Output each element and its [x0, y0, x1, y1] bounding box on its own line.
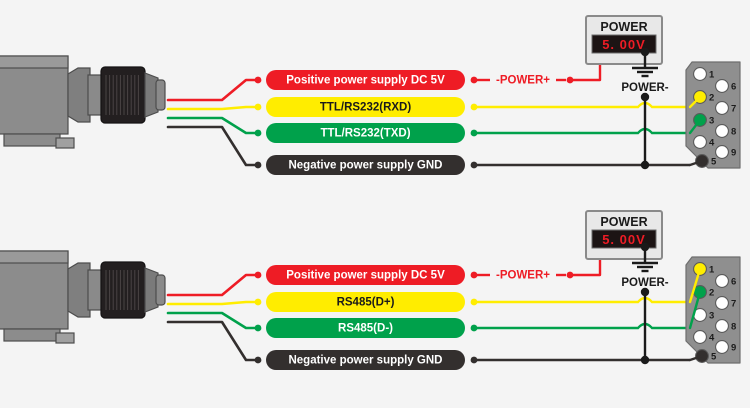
db9-pin-number: 7 [731, 104, 736, 115]
wire-terminal-dot [254, 271, 262, 279]
db9-pin-9: 9 [715, 145, 736, 159]
db9-pin-8: 8 [715, 319, 736, 333]
sensor-body [0, 55, 166, 149]
ground-symbol [632, 66, 658, 78]
wire-label-power-ground: Negative power supply GND [266, 155, 465, 175]
power-meter-title: POWER [600, 20, 647, 34]
db9-pin-8: 8 [715, 124, 736, 138]
wire-terminal-dot [254, 324, 262, 332]
rs485-wiring: -POWER+ Positive power supply DC 5V RS485(… [0, 210, 741, 370]
db9-pin-4: 4 [693, 330, 715, 344]
wire-terminal-dot [254, 103, 262, 111]
db9-pin-number: 2 [709, 93, 714, 104]
power-positive-label: -POWER+ [496, 270, 550, 282]
wire-label-data-minus: RS485(D-) [266, 318, 465, 338]
db9-pin-number: 5 [711, 352, 717, 363]
db9-pin-number: 3 [709, 116, 714, 127]
wire-label-text: Positive power supply DC 5V [286, 270, 445, 282]
db9-pin-number: 1 [709, 70, 715, 81]
wire-label-power-ground: Negative power supply GND [266, 350, 465, 370]
db9-pin-6: 6 [715, 79, 736, 93]
db9-pin-number: 9 [731, 148, 736, 159]
ground-symbol [632, 261, 658, 273]
wire-label-text: TTL/RS232(RXD) [320, 102, 412, 114]
power-negative-label: POWER- [621, 277, 668, 289]
db9-connector: 1 2 3 4 5 6 7 8 9 [685, 256, 741, 364]
wire-label-power-positive: Positive power supply DC 5V [266, 265, 465, 285]
wire-label-text: Negative power supply GND [288, 160, 442, 172]
wire-label-power-positive: Positive power supply DC 5V [266, 70, 465, 90]
wire-label-rxd: TTL/RS232(RXD) [266, 97, 465, 117]
wire-terminal-dot [254, 298, 262, 306]
db9-pin-7: 7 [715, 296, 736, 310]
wire-terminal-dot [254, 129, 262, 137]
wire-label-txd: TTL/RS232(TXD) [266, 123, 465, 143]
db9-pin-6: 6 [715, 274, 736, 288]
sensor-body [0, 250, 166, 344]
db9-pin-number: 4 [709, 333, 715, 344]
db9-connector: 1 2 3 4 5 6 7 8 9 [685, 61, 741, 169]
db9-pin-number: 7 [731, 299, 736, 310]
wire-terminal-dot [254, 356, 262, 364]
db9-pin-1: 1 [693, 262, 715, 276]
db9-pin-number: 6 [731, 82, 736, 93]
db9-pin-number: 1 [709, 265, 715, 276]
db9-pin-7: 7 [715, 101, 736, 115]
db9-pin-number: 5 [711, 157, 717, 168]
wire-terminal-dot [254, 76, 262, 84]
wire-label-text: Negative power supply GND [288, 355, 442, 367]
wire-label-text: RS485(D+) [337, 297, 395, 309]
db9-pin-2: 2 [693, 285, 714, 299]
db9-pin-number: 8 [731, 127, 736, 138]
power-meter-voltage: 5. 00V [602, 37, 646, 52]
power-negative-label: POWER- [621, 82, 668, 94]
wire-label-text: TTL/RS232(TXD) [320, 128, 410, 140]
power-positive-label: -POWER+ [496, 75, 550, 87]
db9-pin-number: 3 [709, 311, 714, 322]
power-meter-voltage: 5. 00V [602, 232, 646, 247]
wire-terminal-dot [254, 161, 262, 169]
power-meter-title: POWER [600, 215, 647, 229]
db9-pin-number: 8 [731, 322, 736, 333]
db9-pin-number: 4 [709, 138, 715, 149]
ttl-rs232-wiring: -POWER+ Positive power supply DC 5V TTL/RS… [0, 15, 741, 175]
db9-pin-number: 6 [731, 277, 736, 288]
wire-label-text: RS485(D-) [338, 323, 393, 335]
db9-pin-number: 2 [709, 288, 714, 299]
wire-label-data-plus: RS485(D+) [266, 292, 465, 312]
db9-pin-4: 4 [693, 135, 715, 149]
power-supply-meter: POWER 5. 00V POWER- [585, 15, 669, 165]
db9-pin-number: 9 [731, 343, 736, 354]
db9-pin-1: 1 [693, 67, 715, 81]
wire-label-text: Positive power supply DC 5V [286, 75, 445, 87]
db9-pin-3: 3 [693, 308, 714, 322]
power-supply-meter: POWER 5. 00V POWER- [585, 210, 669, 360]
db9-pin-9: 9 [715, 340, 736, 354]
